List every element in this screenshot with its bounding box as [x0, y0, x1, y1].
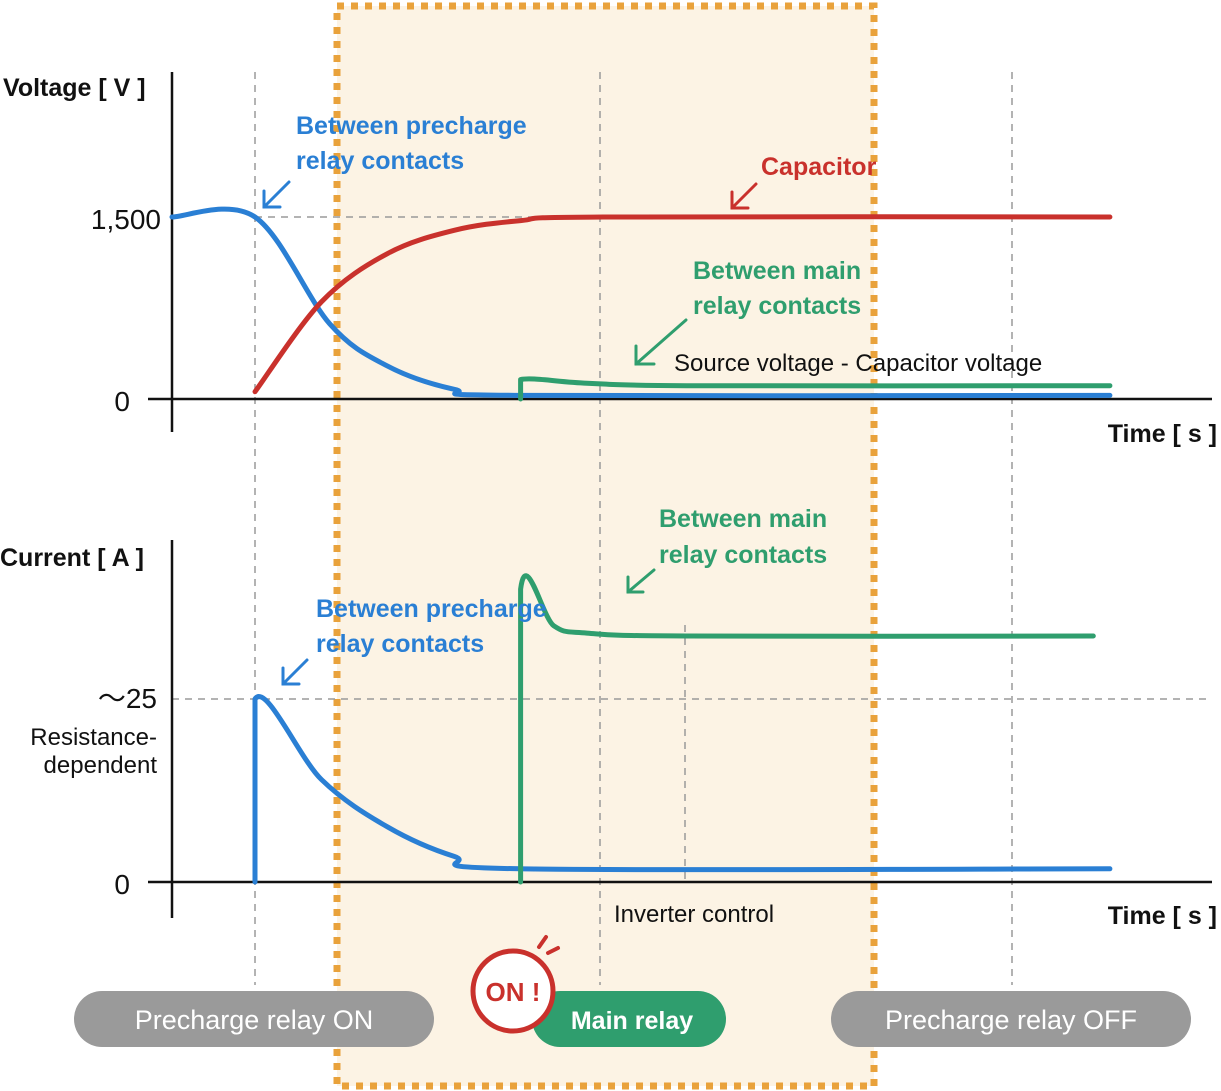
current-series-green [518, 573, 1096, 885]
arrow-capacitor [730, 182, 758, 210]
curr-tick-25: ～25 [98, 683, 157, 714]
arrow-main-top [634, 318, 688, 366]
precharge-highlight-zone [333, 2, 878, 1090]
precharge-relay-off-label: Precharge relay OFF [885, 1005, 1137, 1035]
arrow-precharge-top [262, 180, 291, 209]
voltage-series-green [518, 376, 1113, 402]
arrow-precharge-bottom [281, 658, 309, 686]
precharge-relay-off-pill: Precharge relay OFF [831, 991, 1191, 1047]
voltage-series-red [252, 214, 1113, 395]
label-main-bottom-2: relay contacts [659, 541, 827, 569]
label-main-top-2: relay contacts [693, 292, 861, 320]
main-relay-label: Main relay [571, 1007, 693, 1035]
on-badge: ON ! [470, 935, 560, 1034]
label-capacitor: Capacitor [761, 153, 877, 181]
label-inverter-control: Inverter control [614, 901, 774, 928]
volt-tick-1500: 1,500 [91, 204, 161, 235]
precharge-relay-on-label: Precharge relay ON [135, 1005, 374, 1035]
label-precharge-top-2: relay contacts [296, 147, 464, 175]
on-badge-spark-2 [546, 946, 560, 955]
voltage-series-blue [169, 206, 1113, 399]
resistance-note-line1: Resistance- [30, 724, 157, 751]
label-main-bottom-1: Between main [659, 505, 827, 533]
time-axis-label-top: Time [ s ] [1108, 420, 1217, 448]
precharge-relay-on-pill: Precharge relay ON [74, 991, 434, 1047]
main-relay-pill: Main relay [532, 991, 726, 1047]
label-source-minus-capacitor: Source voltage - Capacitor voltage [674, 350, 1042, 377]
time-axis-label-bottom: Time [ s ] [1108, 902, 1217, 930]
on-badge-spark-1 [537, 935, 548, 949]
curr-tick-0: 0 [114, 869, 130, 900]
on-badge-label: ON ! [486, 977, 541, 1007]
label-precharge-bottom-1: Between precharge [316, 595, 547, 623]
curr-axis-label: Current [ A ] [0, 544, 144, 572]
arrow-main-bottom [626, 568, 656, 594]
label-precharge-top-1: Between precharge [296, 112, 527, 140]
volt-tick-0: 0 [114, 386, 130, 417]
label-main-top-1: Between main [693, 257, 861, 285]
label-precharge-bottom-2: relay contacts [316, 630, 484, 658]
resistance-note-line2: dependent [44, 752, 158, 779]
volt-axis-label: Voltage [ V ] [3, 74, 146, 102]
current-series-blue [252, 694, 1113, 885]
